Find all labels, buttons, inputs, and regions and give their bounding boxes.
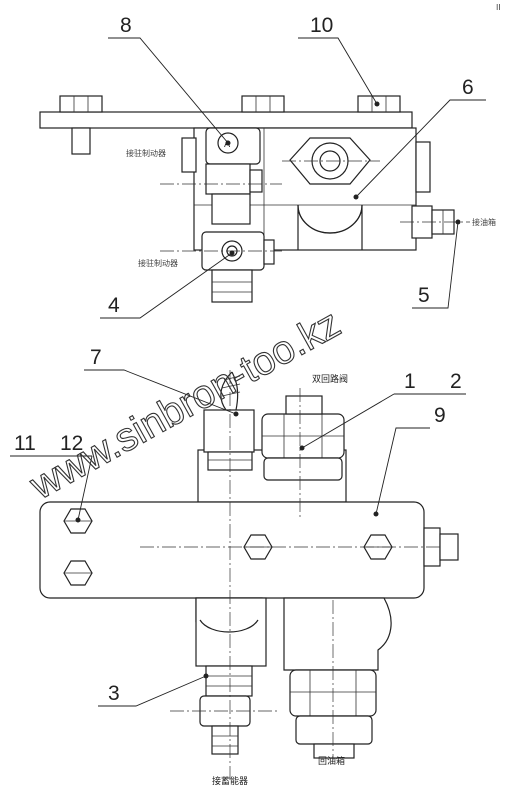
balloon-5: 5: [418, 284, 430, 307]
balloon-12: 12: [60, 432, 83, 455]
front-view: [39, 370, 459, 780]
balloon-9: 9: [434, 404, 446, 427]
balloon-1: 1: [404, 370, 416, 393]
label-brake-upper: 接驻制动器: [126, 148, 166, 158]
label-return-oil: 回油箱: [318, 755, 345, 767]
leader-lines: [10, 37, 486, 707]
top-view: A: [39, 95, 470, 303]
label-brake-lower: 接驻制动器: [138, 258, 178, 268]
front-coil-pipe: [220, 371, 239, 411]
top-mounting-plate: [39, 111, 413, 129]
balloon-8: 8: [120, 14, 132, 37]
balloon-3: 3: [108, 682, 120, 705]
balloon-numbers: 8 10 6 5 4 7 1 2 9 11 12 3: [14, 14, 474, 705]
top-bolt-shank: [71, 127, 91, 155]
balloon-6: 6: [462, 76, 474, 99]
label-oil-tank: 接油箱: [472, 217, 496, 227]
balloon-7: 7: [90, 346, 102, 369]
balloon-4: 4: [108, 294, 120, 317]
top-bolt-mid: [241, 95, 285, 113]
label-side-text: 双回路阀: [312, 373, 348, 385]
label-accumulator: 接蓄能器: [212, 775, 248, 787]
corner-mark: ⅠⅠ: [496, 3, 501, 12]
balloon-10: 10: [310, 14, 333, 37]
balloon-2: 2: [450, 370, 462, 393]
port-labels: 接驻制动器 接驻制动器 接油箱 双回路阀 接蓄能器 回油箱: [126, 148, 496, 787]
balloon-11: 11: [14, 432, 36, 455]
top-bolt-left: [59, 95, 103, 113]
